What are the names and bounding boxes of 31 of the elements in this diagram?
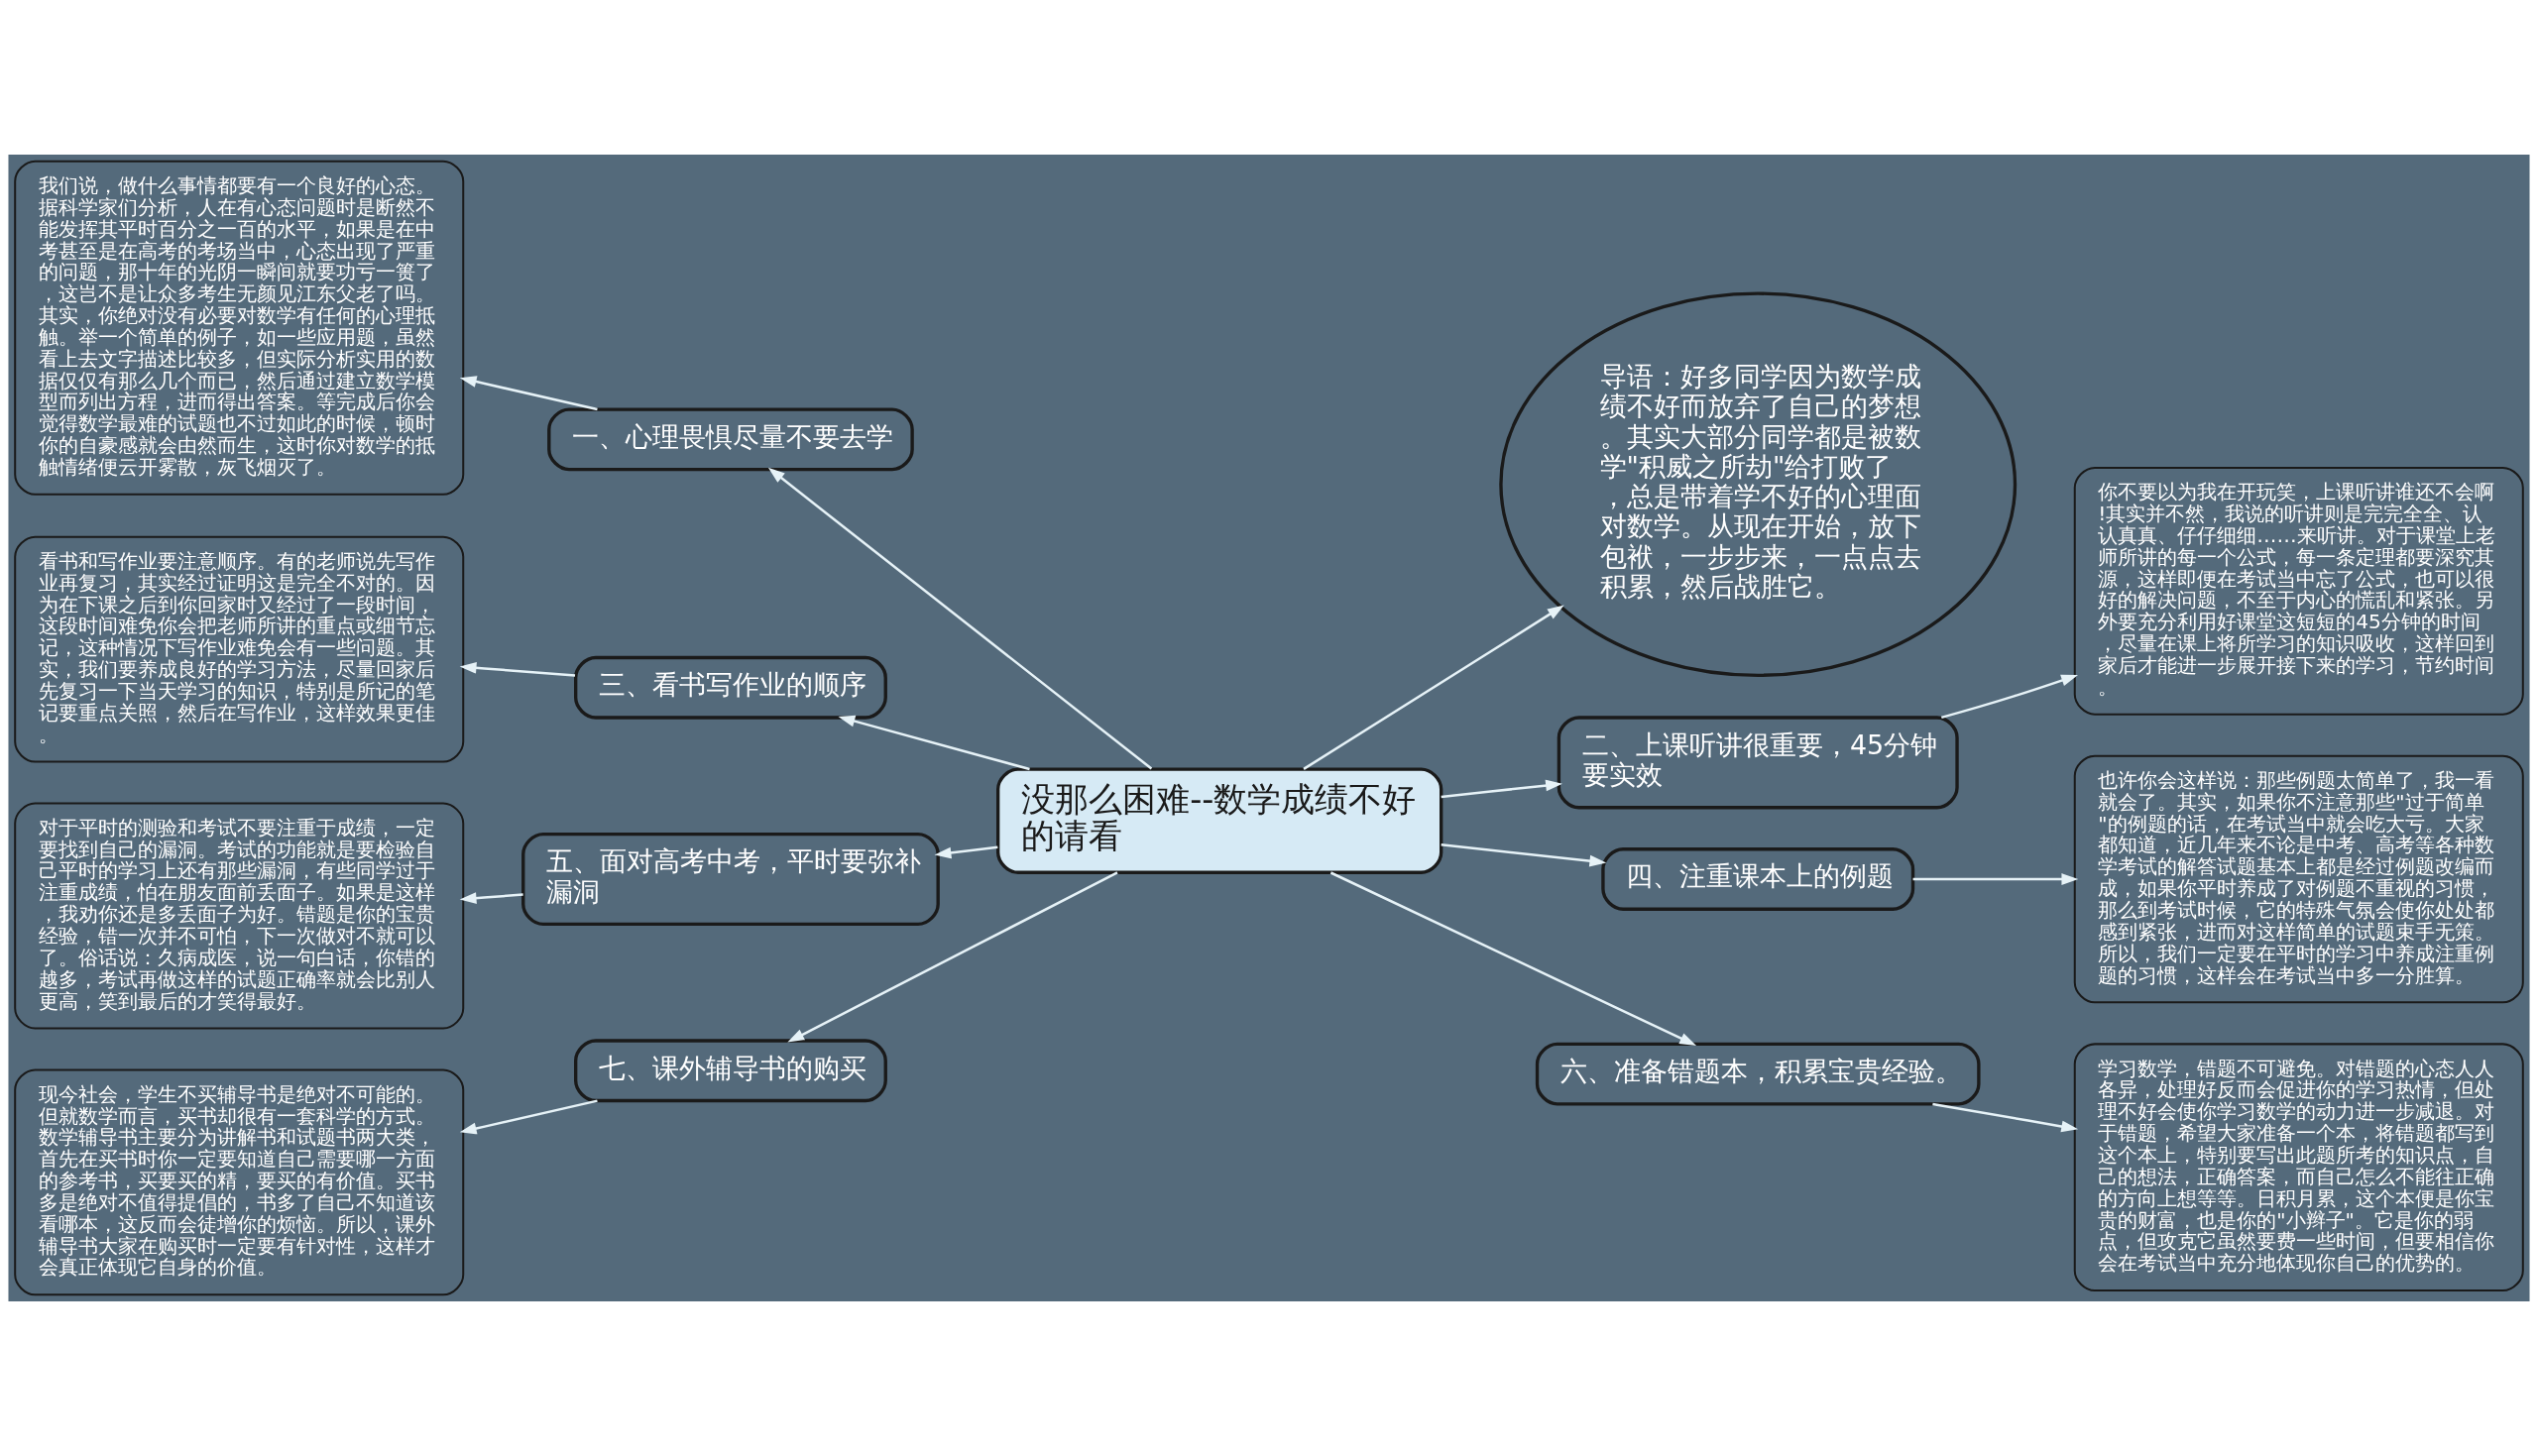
node-box: 没那么困难--数学成绩不好的请看 bbox=[996, 767, 1443, 874]
node-box: 我们说，做什么事情都要有一个良好的心态。据科学家们分析，人在有心态问题时是断然不能发挥其平时百分之一百的水平，如果是在中考甚至是在高考的考场当中，心态出现了严重的问题，那十年的光阴一瞬间就要功亏一篑了，这岂不是让众多考生无颜见江东父老了吗。其实，你绝对没有必要对数学有任何的心理抵触。举一个简单的例子，如一些应用题，虽然看上去文字描述比较多，但实际分析实用的数据仅仅有那么几个而已，然后通过建立数学模型而列出方程，进而得出答案。等完成后你会觉得数学最难的试题也不过如此的时候，顿时你的自豪感就会由然而生，这时你对数学的抵触情绪便云开雾散，灰飞烟灭了。 bbox=[14, 160, 465, 496]
arrow bbox=[838, 715, 1030, 771]
node-box: 对于平时的测验和考试不要注重于成绩，一定要找到自己的漏洞。考试的功能就是要检验自己平时的学习上还有那些漏洞，有些同学过于注重成绩，怕在朋友面前丢面子。如果是这样，我劝你还是多丢面子为好。错题是你的宝贵经验，错一次并不可怕，下一次做对不就可以了。俗话说：久病成医，说一句白话，你错的越多，考试再做这样的试题正确率就会比别人更高，笑到最后的才笑得最好。 bbox=[14, 802, 465, 1030]
node-box: 看书和写作业要注意顺序。有的老师说先写作业再复习，其实经过证明这是完全不对的。因为在下课之后到你回家时又经过了一段时间，这段时间难免你会把老师所讲的重点或细节忘记，这种情况下写作业难免会有一些问题。其实，我们要养成良好的学习方法，尽量回家后先复习一下当天学习的知识，特别是所记的笔记要重点关照，然后在写作业，这样效果更佳。 bbox=[14, 535, 465, 763]
arrow bbox=[787, 871, 1118, 1043]
arrow bbox=[459, 1099, 598, 1135]
arrow bbox=[1932, 1102, 2079, 1133]
node-box: 七、课外辅导书的购买 bbox=[574, 1039, 887, 1103]
arrow bbox=[934, 845, 998, 859]
node-box: 学习数学，错题不可避免。对错题的心态人人各异，处理好反而会促进你的学习热情，但处理不好会使你学习数学的动力进一步减退。对于错题，希望大家准备一个本，将错题都写到这个本上，特别要写出此题所考的知识点，自己的想法，正确答案，而自己怎么不能往正确的方向上想等等。日积月累，这个本便是你宝贵的财富，也是你的"小辫子"。它是你的弱点，但攻克它虽然要费一些时间，但要相信你会在考试当中充分地体现你自己的优势的。 bbox=[2073, 1043, 2524, 1292]
arrow bbox=[1329, 871, 1697, 1046]
node-box: 也许你会这样说：那些例题太简单了，我一看就会了。其实，如果你不注意那些"过于简单"的例题的话，在考试当中就会吃大亏。大家都知道，近几年来不论是中考、高考等各种数学考试的解答试题基本上都是经过例题改编而成，如果你平时养成了对例题不重视的习惯，那么到考试时候，它的特殊气氛会使你处处都感到紧张，进而对这样简单的试题束手无策。所以，我们一定要在平时的学习中养成注重例题的习惯，这样会在考试当中多一分胜算。 bbox=[2073, 754, 2524, 1004]
node-box: 四、注重课本上的例题 bbox=[1601, 847, 1915, 911]
arrow bbox=[459, 661, 576, 677]
node-box: 二、上课听讲很重要，45分钟要实效 bbox=[1557, 716, 1959, 810]
node-box: 三、看书写作业的顺序 bbox=[574, 655, 887, 720]
arrow bbox=[459, 376, 598, 411]
node-box: 五、面对高考中考，平时要弥补漏洞 bbox=[521, 832, 940, 927]
node-box: 六、准备错题本，积累宝贵经验。 bbox=[1535, 1042, 1981, 1106]
arrow bbox=[459, 892, 523, 904]
node-box: 现今社会，学生不买辅导书是绝对不可能的。但就数学而言，买书却很有一套科学的方式。数学辅导书主要分为讲解书和试题书两大类，首先在买书时你一定要知道自己需要哪一方面的参考书，买要买的精，要买的有价值。买书多是绝对不值得提倡的，书多了自己不知道该看哪本，这反而会徒增你的烦恼。所以，课外辅导书大家在购买时一定要有针对性，这样才会真正体现它自身的价值。 bbox=[14, 1068, 465, 1296]
arrow bbox=[1441, 843, 1607, 867]
arrow bbox=[1441, 779, 1562, 799]
arrow bbox=[1303, 605, 1564, 770]
node-box: 一、心理畏惧尽量不要去学 bbox=[547, 407, 914, 472]
node-box: 你不要以为我在开玩笑，上课听讲谁还不会啊!其实并不然，我说的听讲则是完完全全、认认真真、仔仔细细……来听讲。对于课堂上老师所讲的每一个公式，每一条定理都要深究其源，这样即便在考试当中忘了公式，也可以很好的解决问题，不至于内心的慌乱和紧张。另外要充分利用好课堂这短短的45分钟的时间，尽量在课上将所学习的知识吸收，这样回到家后才能进一步展开接下来的学习，节约时间。 bbox=[2073, 466, 2524, 716]
node-ellipse: 导语：好多同学因为数学成绩不好而放弃了自己的梦想。其实大部分同学都是被数学"积威之所劫"给打败了，总是带着学不好的心理面对数学。从现在开始，放下包袱，一步步来，一点点去积累，然后战胜它。 bbox=[1499, 291, 2018, 677]
arrow bbox=[1941, 674, 2078, 720]
arrow bbox=[1912, 873, 2079, 885]
arrow bbox=[767, 467, 1153, 770]
